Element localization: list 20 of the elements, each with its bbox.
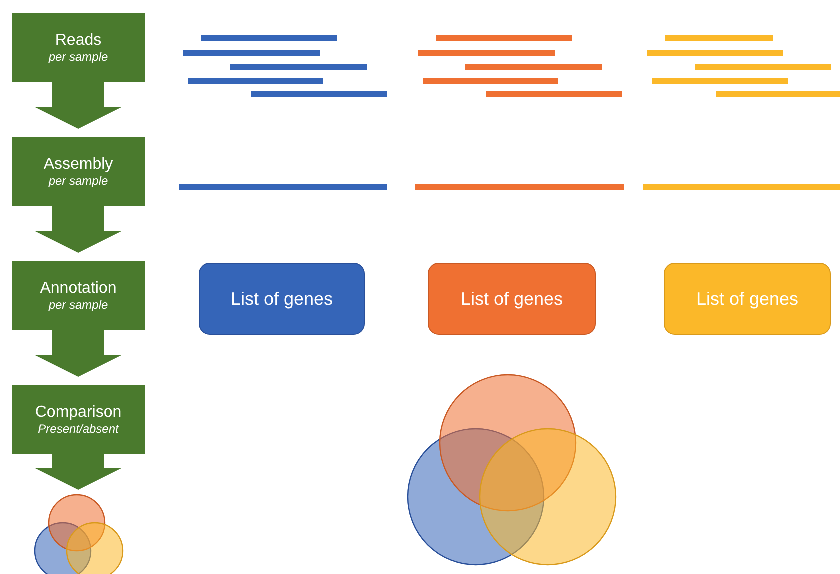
- gene-list-box: List of genes: [428, 263, 596, 335]
- down-arrow: [34, 330, 122, 377]
- venn-diagram-drawing: [34, 494, 124, 574]
- step-subtitle: Present/absent: [38, 422, 119, 436]
- step-box: [12, 137, 145, 206]
- step-box: [12, 13, 145, 82]
- step-subtitle: per sample: [48, 174, 108, 188]
- step-title: Assembly: [44, 156, 114, 174]
- step-box: [12, 261, 145, 330]
- down-arrow: [34, 454, 122, 490]
- step-box: [12, 385, 145, 454]
- step-title: Reads: [55, 32, 102, 50]
- down-arrow: [34, 82, 122, 129]
- gene-list-box: List of genes: [664, 263, 831, 335]
- down-arrow: [34, 206, 122, 253]
- step-title: Annotation: [40, 280, 117, 298]
- step-subtitle: per sample: [48, 50, 108, 64]
- gene-list-box: List of genes: [199, 263, 365, 335]
- step-subtitle: per sample: [48, 298, 108, 312]
- step-title: Comparison: [35, 404, 122, 422]
